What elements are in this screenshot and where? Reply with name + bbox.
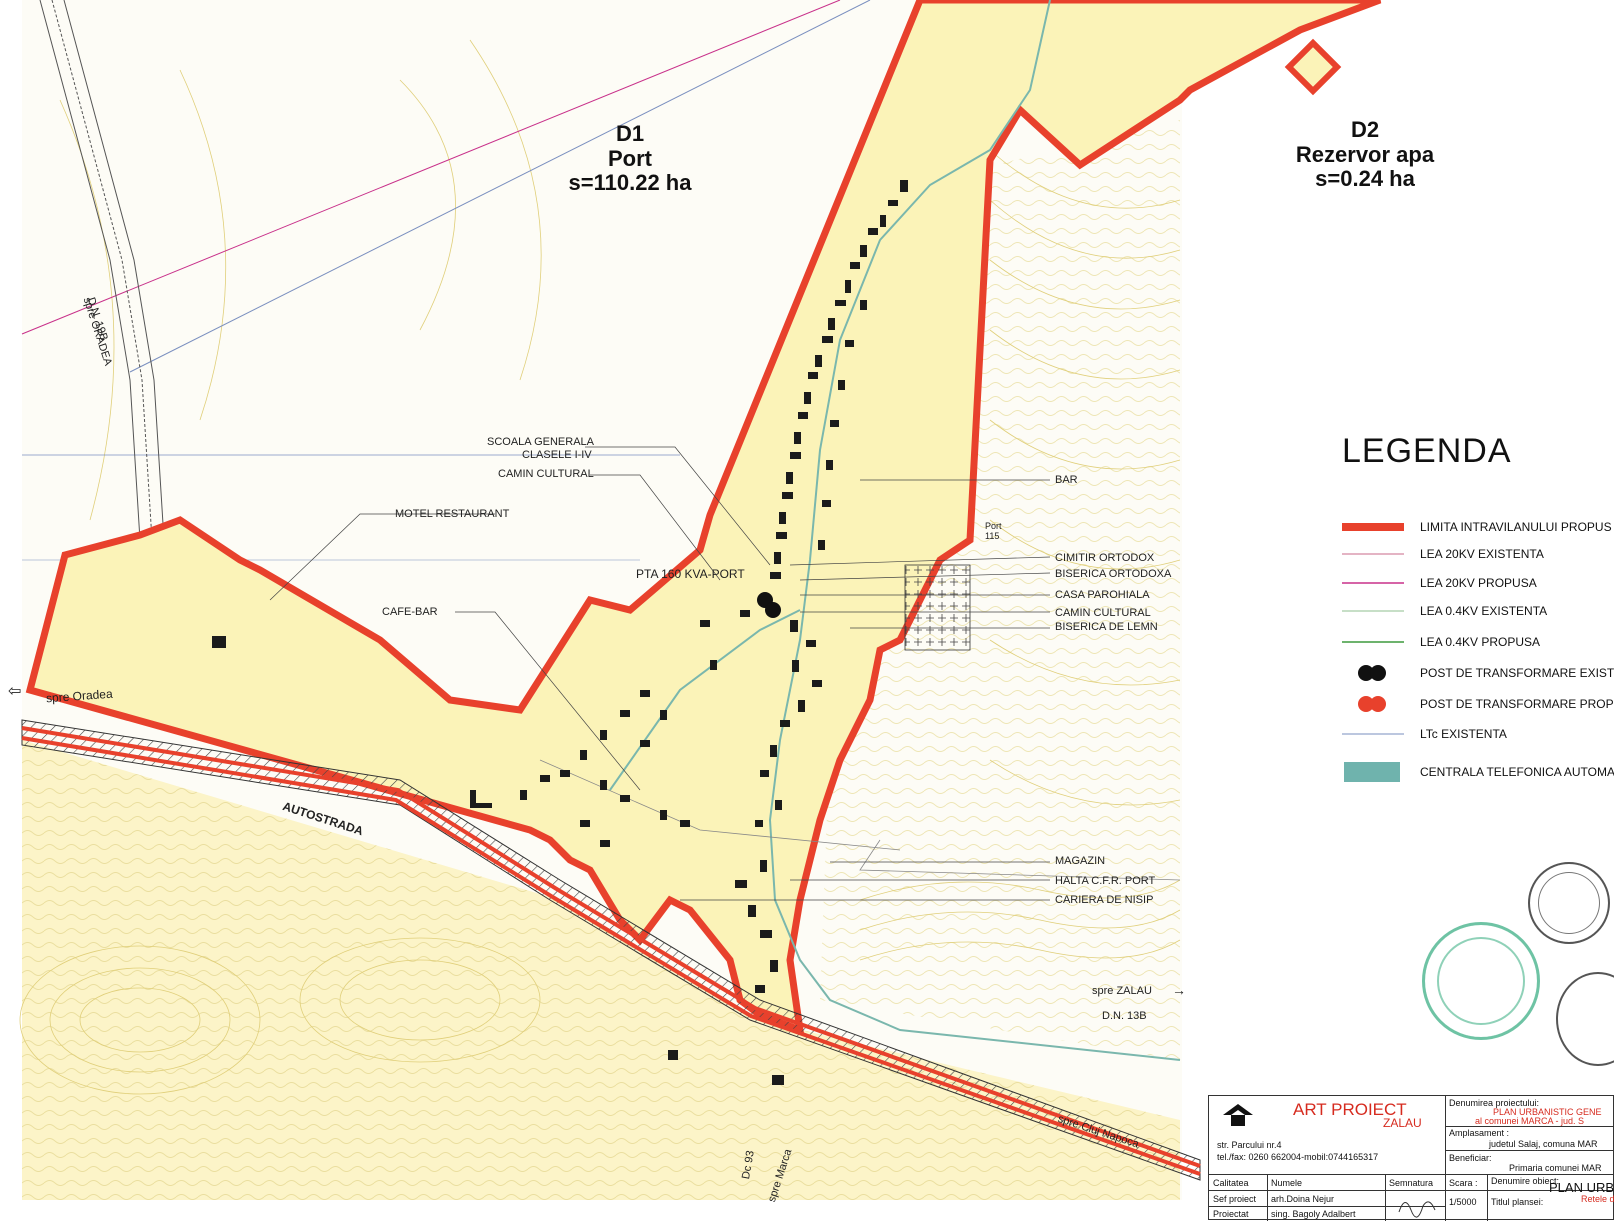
amplasament-value: judetul Salaj, comuna MAR xyxy=(1489,1139,1598,1149)
label-bar: BAR xyxy=(1055,474,1078,486)
legend-item-lea04-propusa: LEA 0.4KV PROPUSA xyxy=(1342,630,1614,654)
legend-label: LEA 0.4KV PROPUSA xyxy=(1420,635,1541,649)
arrow-spre-oradea: ⇦ xyxy=(8,683,22,700)
label-pta: PTA 160 KVA-PORT xyxy=(636,567,745,581)
beneficiar-label: Beneficiar: xyxy=(1449,1153,1492,1163)
row2-role: Proiectat xyxy=(1213,1209,1249,1219)
titlul-label: Titlul plansei: xyxy=(1491,1197,1544,1207)
legend-label: POST DE TRANSFORMARE EXISTENT xyxy=(1420,666,1614,680)
zone-d1-name: Port xyxy=(608,145,652,171)
col-scara: Scara : xyxy=(1449,1178,1478,1188)
legend-label: LEA 20KV EXISTENTA xyxy=(1420,547,1544,561)
legend-item-ltc: LTc EXISTENTA xyxy=(1342,722,1614,746)
title-block: ART PROIECT ZALAU str. Parcului nr.4 tel… xyxy=(1208,1095,1614,1221)
legend-title: LEGENDA xyxy=(1342,432,1512,470)
legend-symbol-line xyxy=(1342,553,1404,555)
zone-d1-area: s=110.22 ha xyxy=(568,170,692,196)
zone-d2-area: s=0.24 ha xyxy=(1315,166,1415,192)
zone-d1-code: D1 xyxy=(615,121,645,146)
legend-label: CENTRALA TELEFONICA AUTOMATA xyxy=(1420,765,1614,779)
legend-item-limita: LIMITA INTRAVILANULUI PROPUS xyxy=(1342,515,1614,539)
denumire-label: Denumirea proiectului: xyxy=(1449,1098,1540,1108)
signature-mark xyxy=(1398,1201,1436,1218)
legend-label: LTc EXISTENTA xyxy=(1420,727,1507,741)
label-casa-parohiala: CASA PAROHIALA xyxy=(1055,589,1150,601)
col-numele: Numele xyxy=(1271,1178,1303,1188)
col-semnatura: Semnatura xyxy=(1389,1178,1434,1188)
label-magazin: MAGAZIN xyxy=(1055,855,1106,867)
legend-symbol-line xyxy=(1342,733,1404,735)
legend-item-pt-propus: POST DE TRANSFORMARE PROPUS xyxy=(1342,692,1614,716)
legend-item-lea20-propusa: LEA 20KV PROPUSA xyxy=(1342,571,1614,595)
stamp-company xyxy=(1528,862,1610,944)
legend-symbol-thick-red xyxy=(1342,523,1404,531)
titlul-value: Retele de xyxy=(1581,1194,1614,1204)
label-biserica-ortodoxa: BISERICA ORTODOXA xyxy=(1055,568,1172,580)
legend-item-lea04-existenta: LEA 0.4KV EXISTENTA xyxy=(1342,599,1614,623)
label-port-115: Port 115 xyxy=(985,521,1002,541)
contour-lines xyxy=(19,39,1181,1095)
legend-item-pt-existent: POST DE TRANSFORMARE EXISTENT xyxy=(1342,661,1614,685)
obiect-label: Denumire obiect: xyxy=(1491,1176,1560,1186)
label-cafe-bar: CAFE-BAR xyxy=(382,606,438,618)
legend-label: LEA 20KV PROPUSA xyxy=(1420,576,1537,590)
road-dn19b xyxy=(39,0,165,541)
label-scoala-clase: CLASELE I-IV xyxy=(522,449,592,461)
zone-d2-title: D2 Rezervor apa s=0.24 ha xyxy=(1280,117,1450,192)
label-camin-cultural-1: CAMIN CULTURAL xyxy=(498,468,594,480)
legend-symbol-transformer-existing xyxy=(1358,665,1386,681)
buildings xyxy=(212,180,908,1085)
firm-logo-icon xyxy=(1223,1104,1253,1126)
label-dn13b: D.N. 13B xyxy=(1102,1010,1147,1022)
legend-symbol-line xyxy=(1342,641,1404,643)
label-cariera: CARIERA DE NISIP xyxy=(1055,894,1154,906)
arrow-spre-zalau: → xyxy=(1172,982,1186,998)
label-biserica-lemn: BISERICA DE LEMN xyxy=(1055,621,1158,633)
row1-name: arh.Doina Nejur xyxy=(1271,1194,1335,1204)
project-name-2: al comunei MARCA - jud. S xyxy=(1475,1116,1585,1126)
legend-label: LEA 0.4KV EXISTENTA xyxy=(1420,604,1548,618)
obiect-value: PLAN URBAN xyxy=(1549,1180,1614,1195)
firm-name: ART PROIECT xyxy=(1293,1100,1407,1119)
autostrada xyxy=(21,719,1201,1181)
legend-symbol-line xyxy=(1342,582,1404,584)
firm-city: ZALAU xyxy=(1383,1116,1422,1130)
label-motel: MOTEL RESTAURANT xyxy=(395,508,510,520)
label-halta: HALTA C.F.R. PORT xyxy=(1055,875,1156,887)
legend-symbol-transformer-proposed xyxy=(1358,696,1386,712)
firm-phone: tel./fax: 0260 662004-mobil:0744165317 xyxy=(1217,1152,1379,1162)
project-name: PLAN URBANISTIC GENE xyxy=(1493,1107,1602,1117)
legend-item-lea20-existenta: LEA 20KV EXISTENTA xyxy=(1342,542,1614,566)
legend-symbol-line xyxy=(1342,610,1404,612)
amplasament-label: Amplasament : xyxy=(1449,1128,1510,1138)
col-calitatea: Calitatea xyxy=(1213,1178,1249,1188)
legend-label: POST DE TRANSFORMARE PROPUS xyxy=(1420,697,1614,711)
label-spre-zalau: spre ZALAU xyxy=(1092,985,1152,997)
row2-name: sing. Bagoly Adalbert xyxy=(1271,1209,1356,1219)
beneficiar-value: Primaria comunei MAR xyxy=(1509,1163,1602,1173)
firm-address: str. Parcului nr.4 xyxy=(1217,1140,1282,1150)
legend-item-centrala: CENTRALA TELEFONICA AUTOMATA xyxy=(1342,760,1614,784)
power-lines xyxy=(21,0,871,561)
transformer-existing xyxy=(757,592,781,618)
legend-symbol-rect xyxy=(1344,762,1400,782)
intravilan-d2 xyxy=(1284,38,1342,96)
label-cimitir: CIMITIR ORTODOX xyxy=(1055,552,1155,564)
legend-label: LIMITA INTRAVILANULUI PROPUS xyxy=(1420,520,1612,534)
row1-role: Sef proiect xyxy=(1213,1194,1257,1204)
stamp-green xyxy=(1422,922,1540,1040)
zone-d2-code: D2 xyxy=(1350,117,1380,142)
zone-d2-name: Rezervor apa xyxy=(1295,141,1435,167)
scale-value: 1/5000 xyxy=(1449,1197,1477,1207)
cemetery xyxy=(904,564,971,651)
label-camin-cultural-2: CAMIN CULTURAL xyxy=(1055,607,1151,619)
zone-d1-title: D1 Port s=110.22 ha xyxy=(560,121,700,196)
label-scoala: SCOALA GENERALA xyxy=(487,436,594,448)
leader-lines xyxy=(269,446,1051,901)
